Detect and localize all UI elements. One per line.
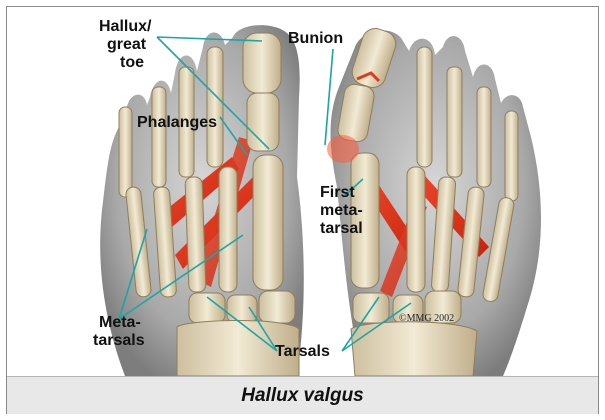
label-phalanges: Phalanges [137, 114, 217, 131]
right-toe5-bone [505, 111, 518, 201]
label-first-meta-line2: meta- [320, 202, 363, 219]
right-toe2-bone [417, 47, 432, 167]
copyright-text: ©MMG 2002 [399, 313, 454, 324]
left-tarsal-c [259, 291, 295, 323]
left-tarsal-b [227, 295, 257, 323]
right-meta2-bone [407, 167, 425, 292]
label-tarsals: Tarsals [275, 343, 330, 360]
label-hallux-line2: great [107, 36, 147, 53]
label-bunion: Bunion [288, 30, 343, 47]
figure-caption: Hallux valgus [241, 385, 364, 407]
label-hallux-line1: Hallux/ [99, 18, 152, 35]
figure-frame: Hallux/ great toe Bunion Phalanges First… [6, 6, 599, 414]
left-toe2-bone [207, 47, 223, 167]
feet-diagram: Hallux/ great toe Bunion Phalanges First… [7, 7, 598, 376]
label-first-meta-line3: tarsal [320, 220, 363, 237]
left-meta2-bone [219, 167, 237, 292]
right-toe3-bone [447, 67, 462, 177]
right-heel-bone [351, 322, 477, 376]
right-toe4-bone [477, 87, 491, 187]
label-metatarsals-line1: Meta- [99, 314, 141, 331]
label-metatarsals-line2: tarsals [93, 332, 145, 349]
label-hallux-line3: toe [120, 54, 144, 71]
bunion-inflammation [327, 135, 359, 163]
left-hallux-distal [243, 33, 281, 93]
left-toe4-bone [152, 87, 166, 187]
caption-bar: Hallux valgus [7, 376, 598, 414]
label-first-meta-line1: First [320, 184, 355, 201]
left-meta1-bone [253, 155, 283, 290]
anatomy-illustration: Hallux/ great toe Bunion Phalanges First… [7, 7, 598, 376]
left-meta3-bone [185, 177, 206, 293]
left-toe5-bone [119, 107, 132, 197]
